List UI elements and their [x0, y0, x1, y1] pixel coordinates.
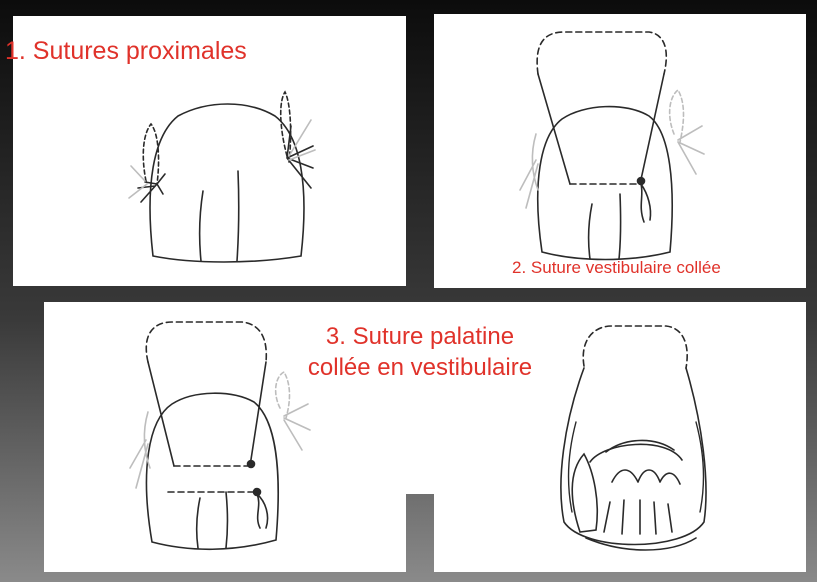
tooth-outline: [145, 392, 279, 551]
tooth-outline: [560, 367, 707, 546]
flap-side-left: [537, 73, 571, 185]
sutures-proximales-drawing: [128, 90, 316, 263]
caption-sutures-proximales: 1. Sutures proximales: [5, 37, 247, 65]
tooth-palatal-view-drawing: [560, 325, 707, 551]
tooth-crown-outline: [149, 103, 305, 263]
palatal-folds: [603, 499, 673, 535]
flap-outline-dashed: [582, 325, 688, 369]
suture-vestibulaire-panel: [434, 14, 806, 288]
right-suture-knot: [286, 125, 314, 189]
gingiva-arc: [589, 443, 683, 463]
tooth-groove: [198, 190, 204, 262]
left-suture-knot: [137, 173, 166, 203]
flap-outline-dashed: [145, 321, 268, 363]
suture-knot-upper: [246, 459, 256, 469]
gingiva-inner: [571, 452, 599, 533]
flap-outline-dashed: [536, 31, 668, 75]
suture-vestibulaire-drawing: [519, 31, 705, 261]
suture-tail: [256, 493, 269, 529]
flap-side-right: [249, 361, 267, 467]
tooth-groove: [236, 170, 240, 262]
suture-tail: [640, 183, 652, 223]
cusp-ridge: [611, 469, 681, 485]
tooth-groove: [587, 203, 593, 260]
tooth-groove: [225, 491, 229, 549]
crown-base: [585, 537, 697, 551]
suture-palatine-drawing: [129, 321, 311, 551]
tooth-groove: [618, 193, 622, 260]
gingiva-inner: [605, 439, 675, 453]
right-suture-loop: [279, 90, 292, 163]
caption-suture-palatine: 3. Suture palatine collée en vestibulair…: [307, 323, 533, 381]
left-suture-loop: [142, 122, 160, 185]
sutures-proximales-panel: [13, 16, 406, 286]
tooth-outline: [536, 105, 673, 261]
tooth-palatal-view-panel: [434, 302, 806, 572]
flap-side-right: [639, 73, 665, 185]
caption-suture-vestibulaire: 2. Suture vestibulaire collée: [512, 258, 721, 277]
tooth-groove: [195, 497, 201, 549]
